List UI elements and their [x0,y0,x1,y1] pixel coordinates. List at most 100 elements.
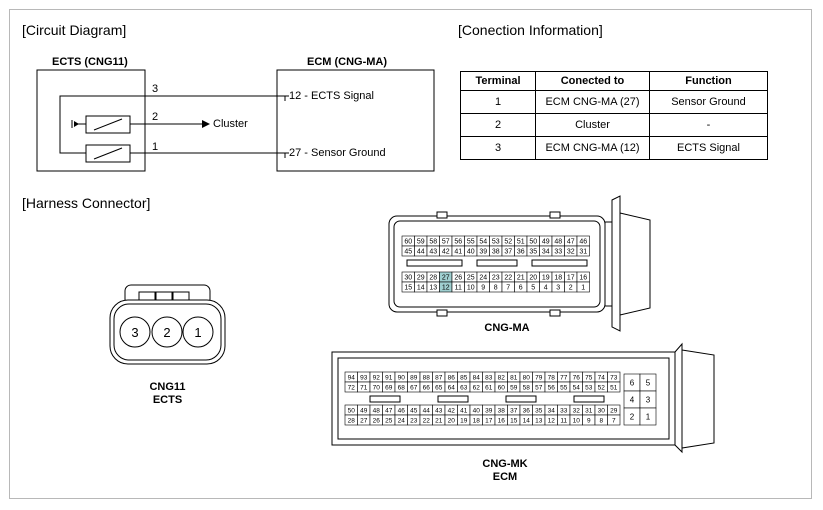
cngma-pin-54: 54 [479,239,487,246]
cngmk-pin-53: 53 [585,384,593,391]
row1-function: Sensor Ground [649,90,768,114]
cngmk-pin-16: 16 [498,417,506,424]
cngmk-pin-55: 55 [560,384,568,391]
row3-terminal: 3 [460,136,536,160]
cngma-pin-32: 32 [567,249,575,256]
cng11-caption-line1: CNG11 [149,381,186,393]
cngma-pin-13: 13 [429,285,437,292]
cngmk-pin-87: 87 [435,374,443,381]
header-function: Function [649,71,768,91]
cngma-pin-17: 17 [567,275,575,282]
cngmk-caption-line1: CNG-MK [482,458,528,470]
cngmk-pin-13: 13 [535,417,543,424]
cngmk-pin-92: 92 [373,374,381,381]
cngmk-pin-82: 82 [498,374,506,381]
connection-table: Terminal Conected to Function 1 ECM CNG-… [460,71,768,160]
connection-info-title: [Conection Information] [458,22,603,38]
cngma-pin-51: 51 [517,239,525,246]
cngmk-pin-43: 43 [435,407,443,414]
cng11-pin-1: 1 [194,325,201,340]
ecm-pin12-label: 12 - ECTS Signal [289,90,374,102]
cngmk-pin-42: 42 [448,407,456,414]
cngmk-pin-11: 11 [560,417,567,424]
cng11-pin-1-circle [182,316,214,348]
cngma-pin-31-cell [576,245,590,257]
cngmk-pin-71: 71 [360,384,368,391]
cngma-pin-43: 43 [429,249,437,256]
cngmk-pin-70: 70 [373,384,381,391]
cngmk-pin-22: 22 [423,417,431,424]
cngmk-pin-47: 47 [385,407,393,414]
cngmk-pin-48: 48 [373,407,381,414]
cngmk-pin-50: 50 [348,407,356,414]
cngmk-side-pin-6: 6 [630,378,635,387]
row2-function: - [649,113,768,137]
cngmk-side-pin-2: 2 [630,412,635,421]
cngma-pin-20: 20 [529,275,537,282]
cngma-pin-59: 59 [417,239,425,246]
wire-3 [59,95,286,125]
cngmk-pin-65: 65 [435,384,443,391]
cngmk-pin-41: 41 [460,407,468,414]
cngmk-pin-74: 74 [598,374,606,381]
cngma-pin-39: 39 [479,249,487,256]
cngma-pin-12: 12 [442,285,450,292]
cngma-pin-31: 31 [579,249,587,256]
cngma-pin-60: 60 [404,239,412,246]
cngmk-pin-91: 91 [385,374,393,381]
table-row: 3 ECM CNG-MA (12) ECTS Signal [460,136,768,160]
cngmk-pin-49: 49 [360,407,368,414]
harness-connector-title: [Harness Connector] [22,195,151,211]
cngma-pin-45: 45 [404,249,412,256]
cngmk-pin-30: 30 [598,407,606,414]
cng11-pin-3-circle [119,316,151,348]
cngma-pin-16: 16 [579,275,587,282]
cngma-pin-14: 14 [417,285,425,292]
cngmk-pin-44: 44 [423,407,431,414]
cngmk-pin-14: 14 [523,417,531,424]
cngma-pin-25: 25 [467,275,475,282]
cngmk-pin-23: 23 [410,417,418,424]
cngma-pin-34: 34 [542,249,550,256]
cngma-pin-42: 42 [442,249,450,256]
cngma-pin-3: 3 [556,285,560,292]
cngmk-pin-15: 15 [510,417,518,424]
cngmk-pin-85: 85 [460,374,468,381]
cngmk-pin-93: 93 [360,374,368,381]
cngma-pin-21: 21 [517,275,525,282]
cngmk-pin-73: 73 [610,374,618,381]
cngmk-pin-40: 40 [473,407,481,414]
cngma-pin-50: 50 [529,239,537,246]
cng11-pin-2: 2 [163,325,170,340]
cngmk-pin-86: 86 [448,374,456,381]
cngmk-pin-58: 58 [523,384,531,391]
cngmk-pin-72: 72 [348,384,356,391]
cngmk-pin-28: 28 [348,417,356,424]
cngma-connector [388,195,651,332]
cngma-pin-36: 36 [517,249,525,256]
cngmk-side-pin-1: 1 [646,412,651,421]
cngmk-pin-59: 59 [510,384,518,391]
cngmk-pin-52: 52 [598,384,606,391]
cngmk-pin-76: 76 [573,374,581,381]
cngmk-pin-60: 60 [498,384,506,391]
cngma-pin-53: 53 [492,239,500,246]
cngma-caption: CNG-MA [484,322,530,334]
cluster-arrow [202,120,210,128]
cngmk-pin-26: 26 [373,417,381,424]
cngmk-pin-61: 61 [485,384,493,391]
cngmk-pin-45: 45 [410,407,418,414]
cngma-pin-33: 33 [554,249,562,256]
cngmk-pin-88: 88 [423,374,431,381]
cngmk-pin-90: 90 [398,374,406,381]
wire-1 [59,125,286,158]
ecm-pin27-label: 27 - Sensor Ground [289,147,386,159]
ecm-box [276,69,435,172]
cngma-pin-27: 27 [442,275,450,282]
cngmk-pin-39: 39 [485,407,493,414]
cngmk-pin-56: 56 [548,384,556,391]
cngmk-pin-77: 77 [560,374,568,381]
table-header-row: Terminal Conected to Function [460,71,768,91]
ects-label: ECTS (CNG11) [52,56,128,68]
